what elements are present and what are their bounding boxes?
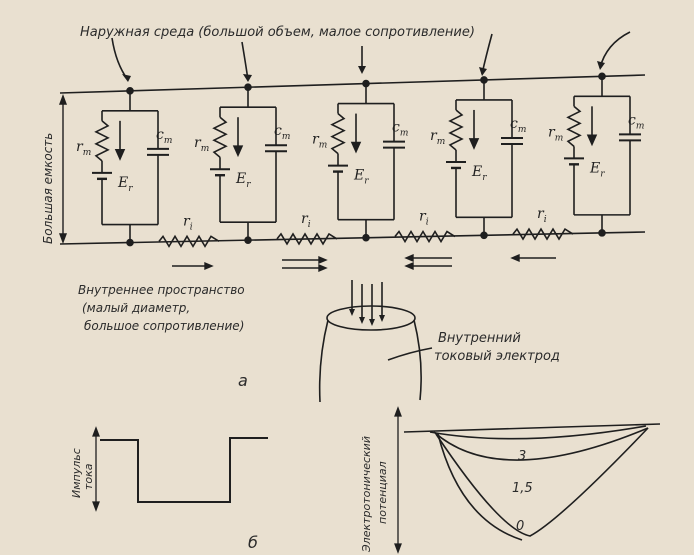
er-label: Er <box>589 160 605 179</box>
cm-label: cm <box>274 123 290 142</box>
rm-label: rm <box>430 128 445 147</box>
membrane-unit <box>564 72 641 237</box>
membrane-unit <box>446 76 523 240</box>
er-label: Er <box>235 171 251 190</box>
cm-label: cm <box>628 112 644 131</box>
membrane-unit <box>210 83 287 244</box>
rm-label: rm <box>194 135 209 154</box>
electrode-label-line1: Внутренний <box>438 331 521 346</box>
outer-arrow <box>481 33 493 75</box>
inner-line <box>59 231 646 245</box>
rm-label: rm <box>548 124 563 143</box>
curve-label-3: 3 <box>518 449 526 464</box>
er-label: Er <box>117 175 133 194</box>
outer-arrow <box>599 31 631 69</box>
outer-line <box>59 74 646 94</box>
ri-resistor <box>276 232 338 246</box>
ri-label: ri <box>537 206 547 225</box>
outer-arrow <box>111 37 129 81</box>
rm-label: rm <box>76 139 91 158</box>
cm-label: cm <box>510 116 526 135</box>
rm-label: rm <box>312 132 327 151</box>
large-capacitance-label: Большая емкость <box>41 133 55 244</box>
ri-label: ri <box>419 209 429 228</box>
inner-space-line3: большое сопротивление) <box>84 319 244 333</box>
electrotonic-label-2: потенциал <box>376 461 389 524</box>
electrotonic-label-1: Электротонический <box>360 436 373 553</box>
electrode-label-line2: токовый электрод <box>434 349 560 364</box>
current-electrode <box>318 280 433 403</box>
membrane-unit <box>328 79 405 242</box>
cm-label: cm <box>156 127 172 146</box>
current-pulse <box>100 437 268 503</box>
current-pulse-label-2: тока <box>82 463 95 490</box>
ri-resistor <box>512 227 574 241</box>
ri-resistor <box>158 234 220 248</box>
current-pulse-label-1: Импульс <box>70 448 83 498</box>
electrotonic-plot <box>403 423 661 541</box>
er-label: Er <box>471 164 487 183</box>
inner-space-label: Внутреннее пространство <box>78 283 245 297</box>
curve-label-1-5: 1,5 <box>512 481 533 496</box>
er-label: Er <box>353 168 369 187</box>
cm-label: cm <box>392 120 408 139</box>
outer-medium-label: Наружная среда (большой объем, малое соп… <box>80 25 475 40</box>
curve-label-0: 0 <box>516 519 524 534</box>
panel-b-label: б <box>248 533 258 552</box>
ri-resistor <box>394 229 456 244</box>
ri-label: ri <box>301 211 311 230</box>
panel-a-label: а <box>238 371 248 390</box>
ri-label: ri <box>183 213 193 232</box>
membrane-unit <box>92 87 169 247</box>
inner-space-line2: (малый диаметр, <box>82 301 190 315</box>
